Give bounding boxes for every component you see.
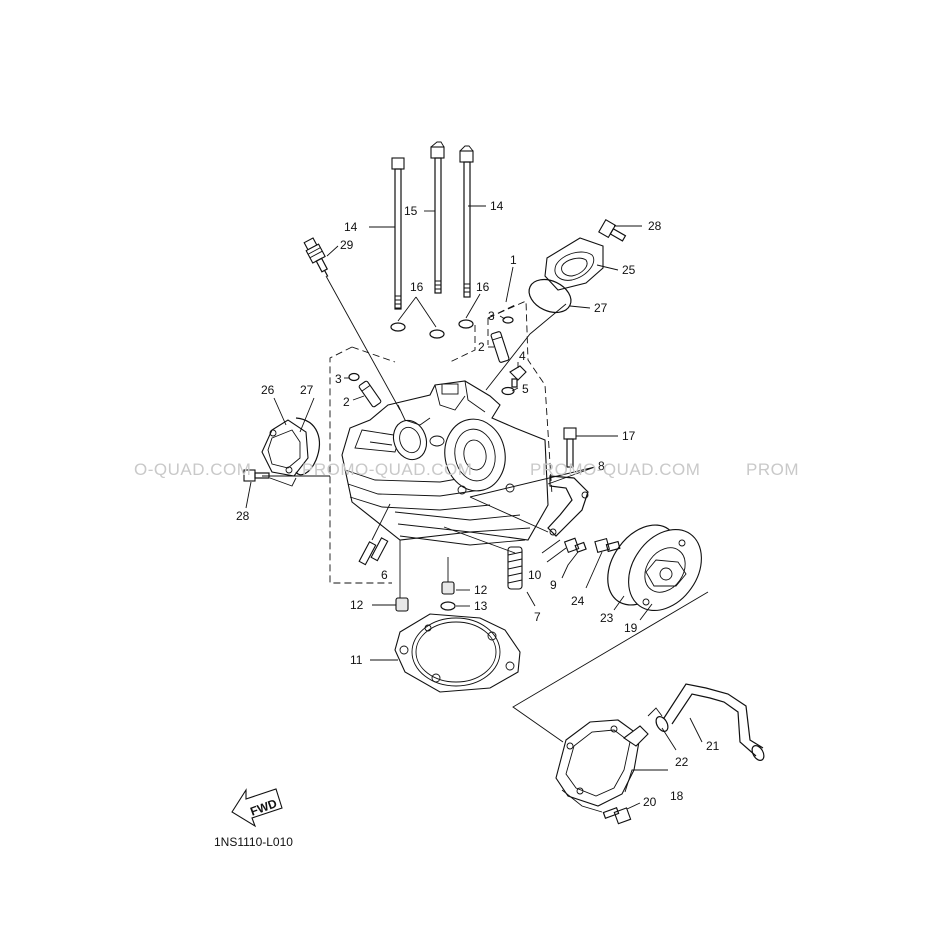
clip-3-right [502, 316, 514, 324]
stud-bolt-14-left [391, 157, 405, 310]
plug-4 [509, 365, 527, 388]
callout-29: 29 [340, 238, 354, 252]
leader-lines [245, 205, 703, 810]
intake-joint-25 [544, 237, 604, 291]
callout-4: 4 [519, 349, 526, 363]
assembly-outline-head [329, 300, 553, 584]
breather-cover-18 [555, 719, 649, 813]
callout-18: 18 [670, 789, 684, 803]
callout-3-left: 3 [335, 372, 342, 386]
fwd-arrow-icon: FWD [231, 788, 283, 828]
callout-14-right: 14 [490, 199, 504, 213]
head-gasket-11 [394, 613, 521, 693]
watermark-text-3: PROMO-QUAD.COM [530, 460, 700, 479]
callout-24: 24 [571, 594, 585, 608]
cover-19 [628, 529, 702, 611]
callout-22: 22 [675, 755, 689, 769]
watermark-text-1: O-QUAD.COM [134, 460, 251, 479]
washer-16-left [390, 322, 406, 332]
callout-19: 19 [624, 621, 638, 635]
washer-16-right [458, 319, 474, 329]
hose-21 [663, 683, 764, 749]
callout-2-left: 2 [343, 395, 350, 409]
o-ring-27-left [295, 417, 320, 476]
callout-11: 11 [350, 653, 363, 667]
callout-7: 7 [534, 610, 541, 624]
callout-5: 5 [522, 382, 529, 396]
callout-12-left: 12 [350, 598, 364, 612]
bolt-28-left [243, 469, 270, 482]
gasket-8 [547, 475, 589, 537]
callout-21: 21 [706, 739, 720, 753]
dowel-12-left [395, 597, 409, 612]
callout-28-left: 28 [236, 509, 250, 523]
stud-bolt-15 [430, 141, 445, 294]
watermark-text-2: PROMO-QUAD.COM [302, 460, 472, 479]
valve-guide-2-left [358, 380, 382, 408]
cylinder-head [341, 380, 549, 546]
callout-10: 10 [528, 568, 542, 582]
bolt-17 [563, 427, 577, 468]
watermark: O-QUAD.COM PROMO-QUAD.COM PROMO-QUAD.COM… [134, 460, 799, 479]
clip-3-left [348, 372, 360, 382]
hose-21-inner [671, 693, 757, 757]
bolt-24 [594, 537, 621, 554]
cover-26 [261, 419, 309, 487]
dowel-7 [507, 546, 523, 590]
callout-23: 23 [600, 611, 614, 625]
spark-plug-29 [303, 237, 329, 277]
assembly-outline-valve [487, 304, 516, 345]
callout-8: 8 [598, 459, 605, 473]
callout-12-right: 12 [474, 583, 488, 597]
clip-22 [647, 707, 669, 732]
watermark-text-4: PROM [746, 460, 799, 479]
stud-6 [358, 537, 389, 566]
callout-3-right: 3 [488, 309, 495, 323]
bolt-20 [602, 807, 632, 825]
o-ring-27-top [528, 278, 572, 314]
callout-27-top: 27 [594, 301, 608, 315]
callout-17: 17 [622, 429, 636, 443]
gasket-8-hole-b [549, 528, 557, 536]
stud-bolt-14-right [459, 145, 474, 298]
callout-numbers: 14 15 14 29 16 16 1 3 2 28 25 27 4 5 3 2… [236, 199, 720, 809]
bolt-28-top [598, 219, 627, 242]
callout-28-top: 28 [648, 219, 662, 233]
callout-2-right: 2 [478, 340, 485, 354]
washer-16-mid [429, 329, 445, 339]
callout-16-right: 16 [476, 280, 490, 294]
callout-15: 15 [404, 204, 418, 218]
bolt-9 [563, 537, 587, 554]
hose-21-end [751, 745, 765, 761]
valve-guide-2-right [490, 331, 510, 363]
diagram-code: 1NS1110-L010 [214, 835, 293, 849]
gasket-8-hole-a [581, 491, 589, 499]
callout-27-left: 27 [300, 383, 314, 397]
callout-20: 20 [643, 795, 657, 809]
callout-9: 9 [550, 578, 557, 592]
callout-25: 25 [622, 263, 636, 277]
detail-leader [512, 591, 709, 743]
callout-1: 1 [510, 253, 517, 267]
callout-6: 6 [381, 568, 388, 582]
gasket-5 [501, 386, 515, 396]
callout-13: 13 [474, 599, 488, 613]
washer-13 [440, 601, 456, 611]
callout-16-left: 16 [410, 280, 424, 294]
callout-26: 26 [261, 383, 275, 397]
dowel-12-right [441, 581, 455, 595]
callout-14-left: 14 [344, 220, 358, 234]
